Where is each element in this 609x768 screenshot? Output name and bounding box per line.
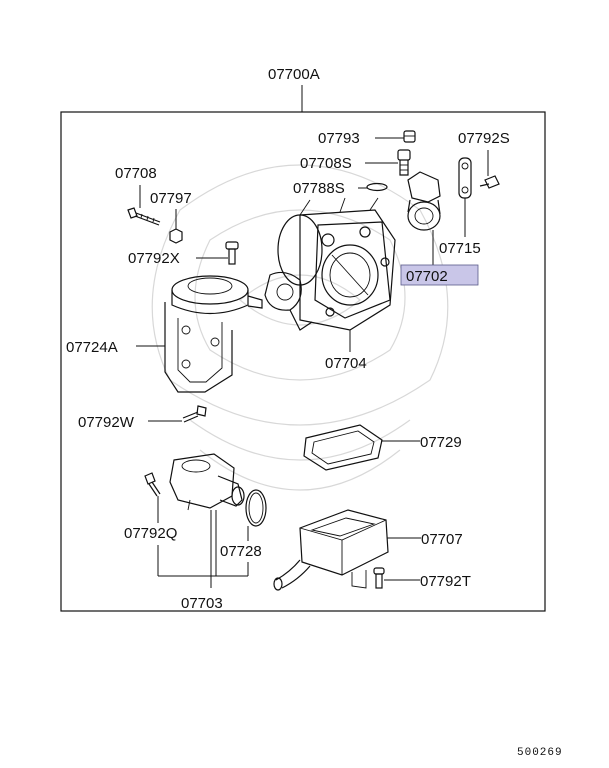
cap-07793-illustration[interactable]	[403, 130, 416, 143]
part-label-07788s[interactable]: 07788S	[293, 180, 345, 197]
watermark-emblem	[151, 164, 449, 491]
part-label-07792s[interactable]: 07792S	[458, 130, 510, 147]
part-label-07724a[interactable]: 07724A	[66, 339, 118, 356]
housing-07707-illustration[interactable]	[273, 509, 389, 591]
bolt-07792s-illustration[interactable]	[479, 175, 500, 189]
part-label-07703[interactable]: 07703	[181, 595, 223, 612]
part-label-07792x[interactable]: 07792X	[128, 250, 180, 267]
screw-07792w-illustration[interactable]	[182, 405, 207, 423]
screw-07792x-illustration[interactable]	[225, 241, 239, 265]
diagram-code: 500269	[517, 747, 563, 759]
actuator-07724a-illustration[interactable]	[164, 275, 263, 393]
part-label-07708[interactable]: 07708	[115, 165, 157, 182]
assembly-label[interactable]: 07700A	[268, 66, 320, 83]
sensor-07702-illustration[interactable]	[407, 171, 441, 231]
part-label-07729[interactable]: 07729	[420, 434, 462, 451]
part-label-07797[interactable]: 07797	[150, 190, 192, 207]
part-label-07707[interactable]: 07707	[421, 531, 463, 548]
valve-07703-illustration[interactable]	[169, 453, 245, 511]
gasket-07729-illustration[interactable]	[303, 424, 383, 471]
part-label-07708s[interactable]: 07708S	[300, 155, 352, 172]
part-label-07792q[interactable]: 07792Q	[124, 525, 177, 542]
oring-07788s-illustration[interactable]	[366, 182, 388, 192]
part-label-07715[interactable]: 07715	[439, 240, 481, 257]
part-label-07702[interactable]: 07702	[406, 268, 448, 285]
assembly-frame	[60, 111, 546, 612]
leader-bracket-07703	[157, 510, 249, 588]
part-label-07792t[interactable]: 07792T	[420, 573, 471, 590]
part-label-07728[interactable]: 07728	[220, 543, 262, 560]
part-highlight-07702[interactable]	[400, 264, 479, 286]
bolt-07708-illustration[interactable]	[127, 207, 161, 226]
throttle-body-illustration[interactable]	[264, 197, 396, 331]
screw-07792q-illustration[interactable]	[144, 472, 161, 497]
part-label-07793[interactable]: 07793	[318, 130, 360, 147]
clip-07715-illustration[interactable]	[458, 157, 472, 199]
screw-07708s-illustration[interactable]	[397, 149, 411, 176]
oring-07728-illustration[interactable]	[245, 489, 267, 527]
part-label-07704[interactable]: 07704	[325, 355, 367, 372]
nut-07797-illustration[interactable]	[169, 228, 183, 244]
screw-07792t-illustration[interactable]	[373, 567, 385, 589]
part-label-07792w[interactable]: 07792W	[78, 414, 135, 431]
